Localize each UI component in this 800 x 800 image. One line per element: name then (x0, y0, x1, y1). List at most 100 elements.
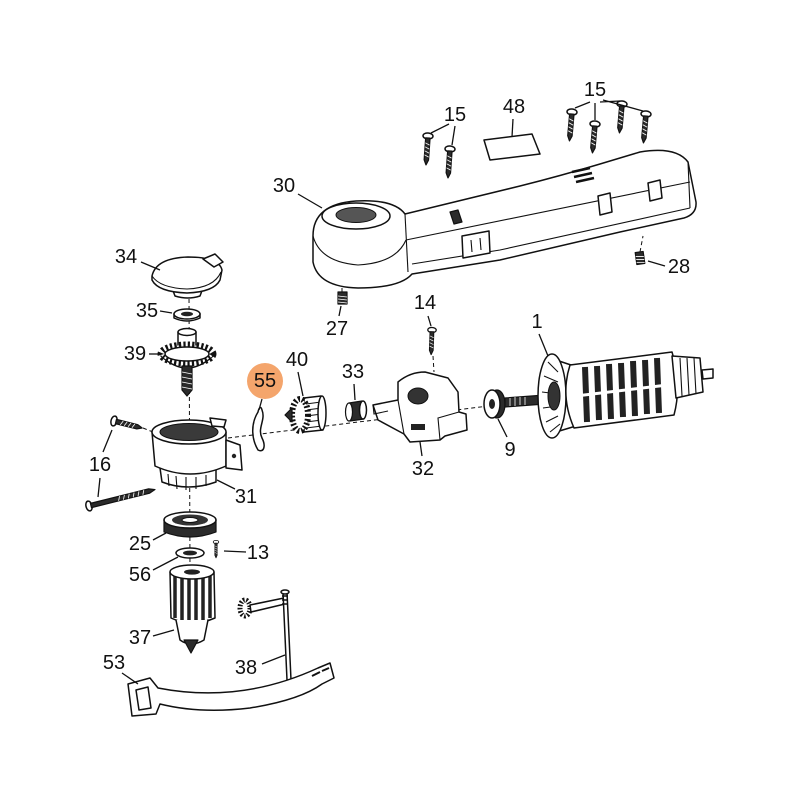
callout-16[interactable]: 16 (89, 454, 111, 476)
chuck-key-pinion (237, 597, 253, 619)
callout-32[interactable]: 32 (412, 458, 434, 480)
callout-27[interactable]: 27 (326, 318, 348, 340)
leader-55 (258, 398, 263, 411)
cap-body (151, 256, 223, 294)
leader-16 (97, 429, 113, 498)
callout-34[interactable]: 34 (115, 246, 137, 268)
housing-tab-a (461, 230, 491, 259)
screw-15-a (420, 131, 434, 167)
set-screw-27-part (337, 291, 348, 305)
callout-38[interactable]: 38 (235, 657, 257, 679)
leader-15-right (574, 99, 644, 120)
leader-30 (297, 193, 323, 209)
bracket-ears (372, 399, 460, 441)
leader-14 (427, 315, 432, 327)
callout-28[interactable]: 28 (668, 256, 690, 278)
chuck-jaws (183, 639, 199, 654)
housing-dome-top (335, 207, 377, 223)
callout-15-top-left[interactable]: 15 (444, 104, 466, 126)
chuck-ribs (173, 576, 212, 622)
screw-16-a (109, 414, 145, 434)
callout-30[interactable]: 30 (273, 175, 295, 197)
set-screw-28-axis (639, 235, 644, 253)
screw-16-b (84, 483, 157, 513)
cap-part (151, 253, 224, 299)
housing-slot (449, 209, 463, 225)
strap-loop-hole (135, 686, 152, 711)
chuck-key-knob (280, 589, 290, 595)
set-screw-28-thread (635, 256, 645, 263)
screw-16-axis (142, 427, 159, 435)
callout-31[interactable]: 31 (235, 486, 257, 508)
pinion-knurl (305, 401, 323, 429)
callout-39[interactable]: 39 (124, 343, 146, 365)
leader-15-left (430, 123, 456, 146)
strap-band (127, 662, 335, 717)
bracket-bore (407, 387, 429, 405)
bearing-33-end (358, 400, 368, 420)
housing-nose-line (312, 235, 407, 266)
spring-clip-part (252, 406, 265, 452)
callout-55[interactable]: 55 (254, 370, 276, 392)
bracket-slot (411, 424, 425, 430)
leader-1 (538, 333, 549, 357)
ball-bearing-part (163, 511, 217, 538)
label-plate-part (483, 133, 541, 161)
callout-labels: 15 15 48 30 34 28 35 27 14 1 39 40 33 55… (89, 79, 690, 679)
callout-53[interactable]: 53 (103, 652, 125, 674)
housing-31-flange-hole (231, 453, 237, 459)
leader-32 (419, 441, 423, 457)
housing-outline (312, 149, 697, 289)
housing-tab-b (597, 192, 613, 216)
callout-48[interactable]: 48 (503, 96, 525, 118)
gear-housing-part (151, 417, 243, 490)
bearing-33-face (344, 402, 354, 422)
gear-shaft (181, 365, 193, 397)
callout-14[interactable]: 14 (414, 292, 436, 314)
pinion-tip (284, 407, 293, 423)
leader-35 (159, 310, 173, 314)
callout-56[interactable]: 56 (129, 564, 151, 586)
callout-40[interactable]: 40 (286, 349, 308, 371)
leader-40 (297, 371, 304, 397)
callout-35[interactable]: 35 (136, 300, 158, 322)
leader-53 (121, 672, 139, 685)
washer-56-part (175, 547, 205, 559)
armature-shaft-thread (509, 397, 526, 406)
screw-14 (426, 326, 437, 356)
leader-25 (152, 532, 167, 541)
chuck-key-rod (249, 597, 286, 613)
strap-part (127, 662, 335, 717)
callout-33[interactable]: 33 (342, 361, 364, 383)
leader-34 (140, 261, 161, 271)
callout-15-top-right[interactable]: 15 (584, 79, 606, 101)
armature-fan-hub (547, 381, 561, 411)
pinion-teeth (289, 396, 311, 434)
screw-15-d (586, 119, 601, 155)
armature-commutator-bars (679, 357, 697, 397)
set-screw-27-thread (337, 295, 348, 304)
set-screw-28-part (634, 250, 646, 266)
cap-tab (202, 253, 224, 268)
callout-37[interactable]: 37 (129, 627, 151, 649)
callout-13[interactable]: 13 (247, 542, 269, 564)
strap-end-slots (311, 667, 330, 677)
armature-part (504, 351, 714, 439)
callout-25[interactable]: 25 (129, 533, 151, 555)
pinion-gear-part (284, 395, 327, 434)
chuck-key-grip (282, 595, 288, 605)
callout-1[interactable]: 1 (531, 311, 542, 333)
housing-end-edge (687, 161, 691, 209)
set-screw-27-body (337, 291, 348, 305)
callout-9[interactable]: 9 (504, 439, 515, 461)
leader-56 (152, 556, 179, 571)
housing-lower-line (411, 207, 691, 265)
leader-33 (353, 383, 356, 401)
leader-9 (497, 418, 508, 438)
chuck-key-handle (282, 591, 292, 681)
gear-face (164, 346, 210, 362)
armature-bearing-part (483, 389, 506, 419)
leader-48 (511, 118, 514, 138)
bracket-outline (372, 371, 468, 443)
